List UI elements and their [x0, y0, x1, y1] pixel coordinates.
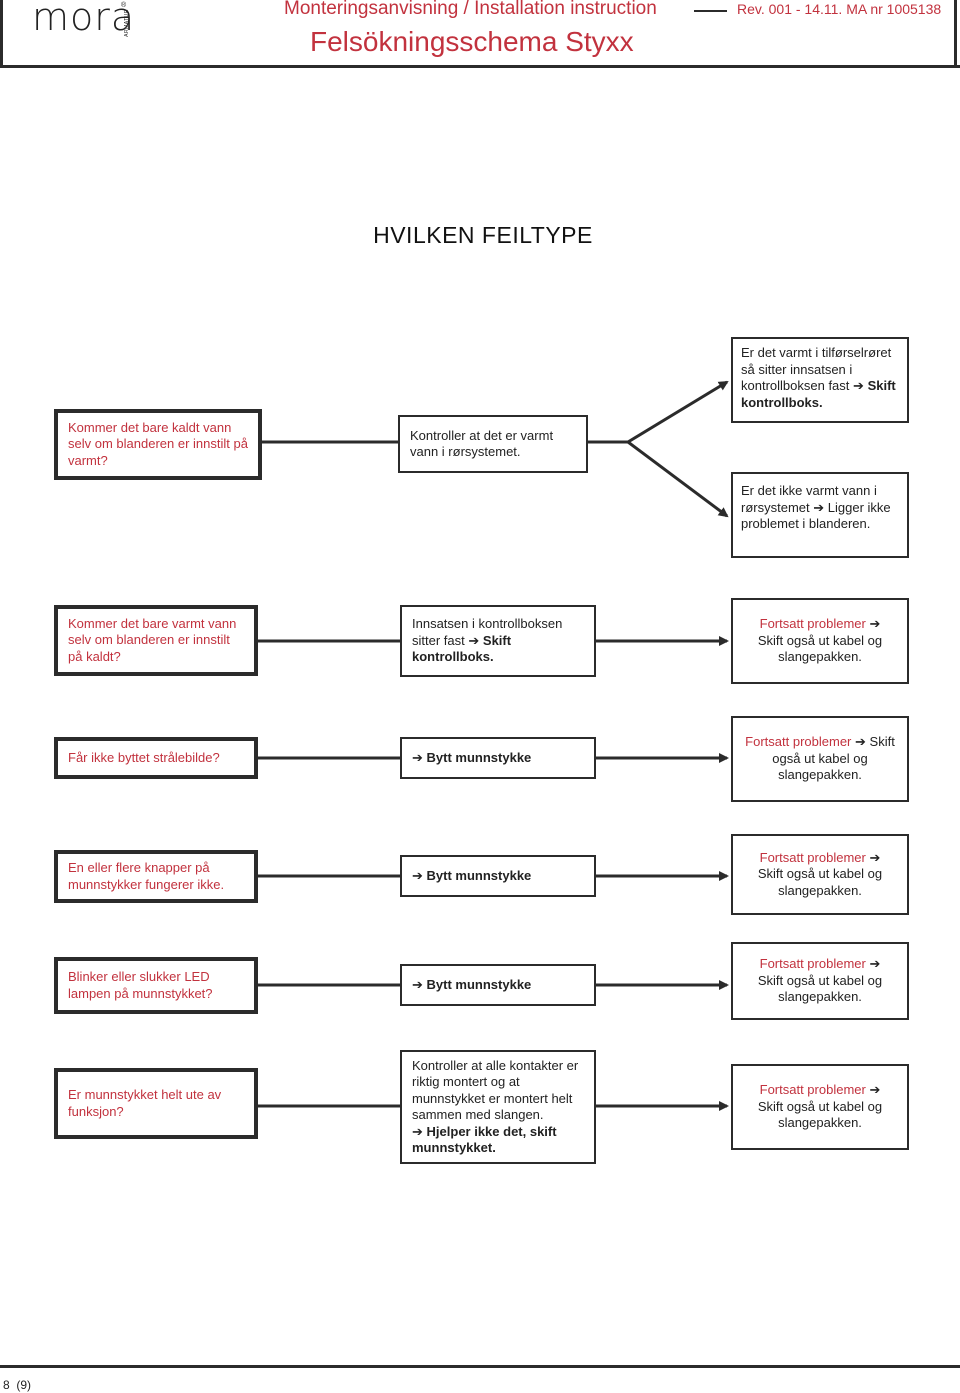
arrow-icon: ➔	[412, 867, 423, 883]
row6-action: Kontroller at alle kontakter er riktig m…	[412, 1057, 579, 1156]
section-heading: HVILKEN FEILTYPE	[373, 222, 593, 248]
arrow-icon: ➔	[855, 734, 866, 750]
arrow-icon: ➔	[869, 1082, 881, 1098]
row1-question: Kommer det bare kaldt vann selv om bland…	[68, 419, 248, 468]
frame-top-right-rule	[954, 0, 957, 68]
page-number: 8 (9)	[3, 1378, 32, 1392]
row5-question-box: Blinker eller slukker LED lampen på munn…	[54, 957, 258, 1014]
row2-question-box: Kommer det bare varmt vann selv om bland…	[54, 605, 258, 676]
header-divider	[694, 10, 727, 12]
arrow-icon: ➔	[813, 499, 825, 515]
row6-action-box: Kontroller at alle kontakter er riktig m…	[400, 1050, 596, 1164]
frame-bottom-rule	[0, 1365, 960, 1368]
row1-question-box: Kommer det bare kaldt vann selv om bland…	[54, 409, 262, 480]
row1-result-warm-box: Er det varmt i tilførselrøret så sitter …	[731, 337, 909, 423]
row4-question-box: En eller flere knapper på munnstykker fu…	[54, 850, 258, 903]
row2-action-box: Innsatsen i kontrollboksen sitter fast ➔…	[400, 605, 596, 677]
row1-result-warm: Er det varmt i tilførselrøret så sitter …	[741, 345, 896, 410]
row2-action: Innsatsen i kontrollboksen sitter fast ➔…	[412, 616, 563, 665]
row3-result: Fortsatt problemer ➔ Skift også ut kabel…	[745, 734, 895, 783]
frame-top-rule	[0, 65, 960, 68]
row2-result-box: Fortsatt problemer ➔Skift også ut kabel …	[731, 598, 909, 684]
row3-action: ➔ Bytt munnstykke	[412, 749, 532, 765]
arrow-icon: ➔	[412, 976, 423, 992]
row5-result: Fortsatt problemer ➔Skift også ut kabel …	[757, 956, 883, 1005]
row5-action: ➔ Bytt munnstykke	[412, 976, 532, 992]
row3-question-box: Får ikke byttet strålebilde?	[54, 737, 258, 779]
arrow-icon: ➔	[468, 632, 480, 648]
row5-action-box: ➔ Bytt munnstykke	[400, 964, 596, 1006]
row1-action: Kontroller at det er varmt vann i rørsys…	[410, 427, 554, 460]
row3-question: Får ikke byttet strålebilde?	[68, 749, 220, 765]
logo-registered-mark: ®	[121, 2, 127, 9]
row3-result-box: Fortsatt problemer ➔ Skift også ut kabel…	[731, 716, 909, 802]
row4-question: En eller flere knapper på munnstykker fu…	[68, 860, 225, 892]
row4-action: ➔ Bytt munnstykke	[412, 867, 532, 883]
document-title: Monteringsanvisning / Installation instr…	[284, 0, 657, 19]
row2-question: Kommer det bare varmt vann selv om bland…	[68, 615, 237, 664]
row6-result-box: Fortsatt problemer ➔Skift også ut kabel …	[731, 1064, 909, 1150]
arrow-icon: ➔	[412, 1123, 423, 1139]
row2-result: Fortsatt problemer ➔Skift også ut kabel …	[757, 616, 883, 665]
revision-number: Rev. 001 - 14.11. MA nr 1005138	[737, 1, 942, 17]
row6-question: Er munnstykket helt ute av funksjon?	[68, 1087, 222, 1119]
row1-result-notwarm: Er det ikke varmt vann i rørsystemet ➔ L…	[741, 483, 891, 531]
arrow-icon: ➔	[869, 849, 881, 865]
row5-result-box: Fortsatt problemer ➔Skift også ut kabel …	[731, 942, 909, 1020]
arrow-icon: ➔	[869, 956, 881, 972]
row5-question: Blinker eller slukker LED lampen på munn…	[68, 969, 213, 1001]
row6-question-box: Er munnstykket helt ute av funksjon?	[54, 1068, 258, 1139]
arrow-row1-split-up	[627, 380, 729, 444]
row4-result-box: Fortsatt problemer ➔Skift også ut kabel …	[731, 834, 909, 915]
arrow-row1-split-down	[627, 440, 729, 518]
row4-action-box: ➔ Bytt munnstykke	[400, 855, 596, 897]
row1-action-box: Kontroller at det er varmt vann i rørsys…	[398, 415, 588, 473]
row3-action-box: ➔ Bytt munnstykke	[400, 737, 596, 779]
row4-result: Fortsatt problemer ➔Skift også ut kabel …	[757, 849, 883, 898]
arrow-icon: ➔	[853, 378, 864, 393]
row1-result-notwarm-box: Er det ikke varmt vann i rørsystemet ➔ L…	[731, 472, 909, 558]
row6-result: Fortsatt problemer ➔Skift også ut kabel …	[757, 1082, 883, 1131]
arrow-icon: ➔	[869, 616, 881, 632]
frame-top-left-rule	[0, 0, 3, 68]
arrow-icon: ➔	[412, 749, 423, 765]
mora-logo: mora	[32, 0, 136, 39]
page-subtitle: Felsökningsschema Styxx	[310, 26, 634, 57]
